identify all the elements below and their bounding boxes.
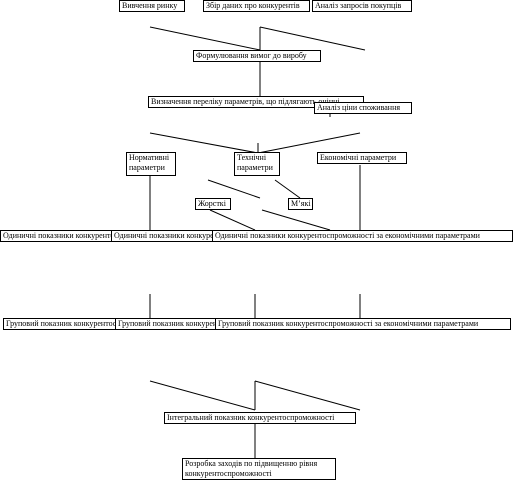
box-market-study: Вивчення ринку: [119, 0, 185, 12]
box-technical-params: Технічні параметри: [234, 152, 280, 176]
box-buyer-needs: Аналіз запросів покупців: [312, 0, 412, 12]
box-consumption-price: Аналіз ціни споживання: [314, 102, 412, 114]
box-integral-index: Інтегральний показник конкурентоспроможн…: [164, 412, 356, 424]
box-competitor-data: Збір даних про конкурентів: [203, 0, 310, 12]
box-group-index-3: Груповий показник конкурентоспроможності…: [215, 318, 511, 330]
box-economic-params: Економічні параметри: [317, 152, 407, 164]
box-single-index-3: Одиничні показники конкурентоспроможност…: [212, 230, 513, 242]
box-single-index-2: Одиничні показники конкурентоспроможност…: [111, 230, 214, 242]
box-normative-params: Нормативні параметри: [126, 152, 176, 176]
box-group-index-2: Груповий показник конкурентоспроможності: [115, 318, 218, 330]
box-group-index-1: Груповий показник конкурентоспроможності: [3, 318, 117, 330]
box-single-index-1: Одиничні показники конкурентоспроможност…: [0, 230, 113, 242]
box-rigid: Жорсткі: [195, 198, 231, 210]
box-soft: М’які: [288, 198, 313, 210]
box-product-requirements: Формулювання вимог до виробу: [193, 50, 321, 62]
box-improvement-measures: Розробка заходів по підвищенню рівня кон…: [182, 458, 336, 480]
